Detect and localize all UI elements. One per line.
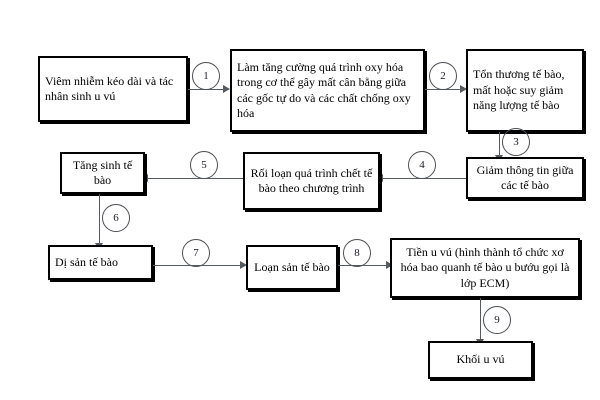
arrowhead-n2-to-n3 [460,85,467,93]
edge-marker-2: 2 [429,62,457,90]
edge-marker-9: 9 [483,306,511,334]
edge-marker-5: 5 [190,151,218,179]
flow-node-n8: Loạn sản tế bào [246,245,338,290]
edge-n9-to-n10 [480,298,481,341]
edge-marker-7: 7 [182,239,210,267]
edge-n5-to-n6 [145,178,243,179]
arrowhead-n1-to-n2 [223,85,230,93]
flow-node-n2: Làm tăng cường quá trình oxy hóa trong c… [230,49,425,132]
edge-marker-3: 3 [502,128,530,156]
edge-marker-6: 6 [102,204,130,232]
flow-node-n1: Viêm nhiễm kéo dài và tác nhân sinh u vú [38,56,188,122]
arrowhead-n8-to-n9 [386,261,393,269]
flow-node-n7: Dị sản tế bào [48,245,153,280]
flow-node-n5: Rối loạn quá trình chết tế bào theo chươ… [243,152,380,210]
flow-node-n10: Khối u vú [428,341,533,379]
edge-marker-8: 8 [343,239,371,267]
edge-n3-to-n4 [499,132,500,157]
edge-marker-1: 1 [192,62,220,90]
flow-node-n9: Tiền u vú (hình thành tổ chức xơ hóa bao… [390,238,580,298]
flow-node-n4: Giảm thông tin giữa các tế bào [466,157,584,199]
flow-node-n6: Tăng sinh tế bào [60,152,145,194]
edge-n6-to-n7 [99,194,100,245]
flow-node-n3: Tổn thương tế bào, mất hoặc suy giảm năn… [466,49,584,132]
edge-marker-4: 4 [408,151,436,179]
arrowhead-n7-to-n8 [240,261,247,269]
